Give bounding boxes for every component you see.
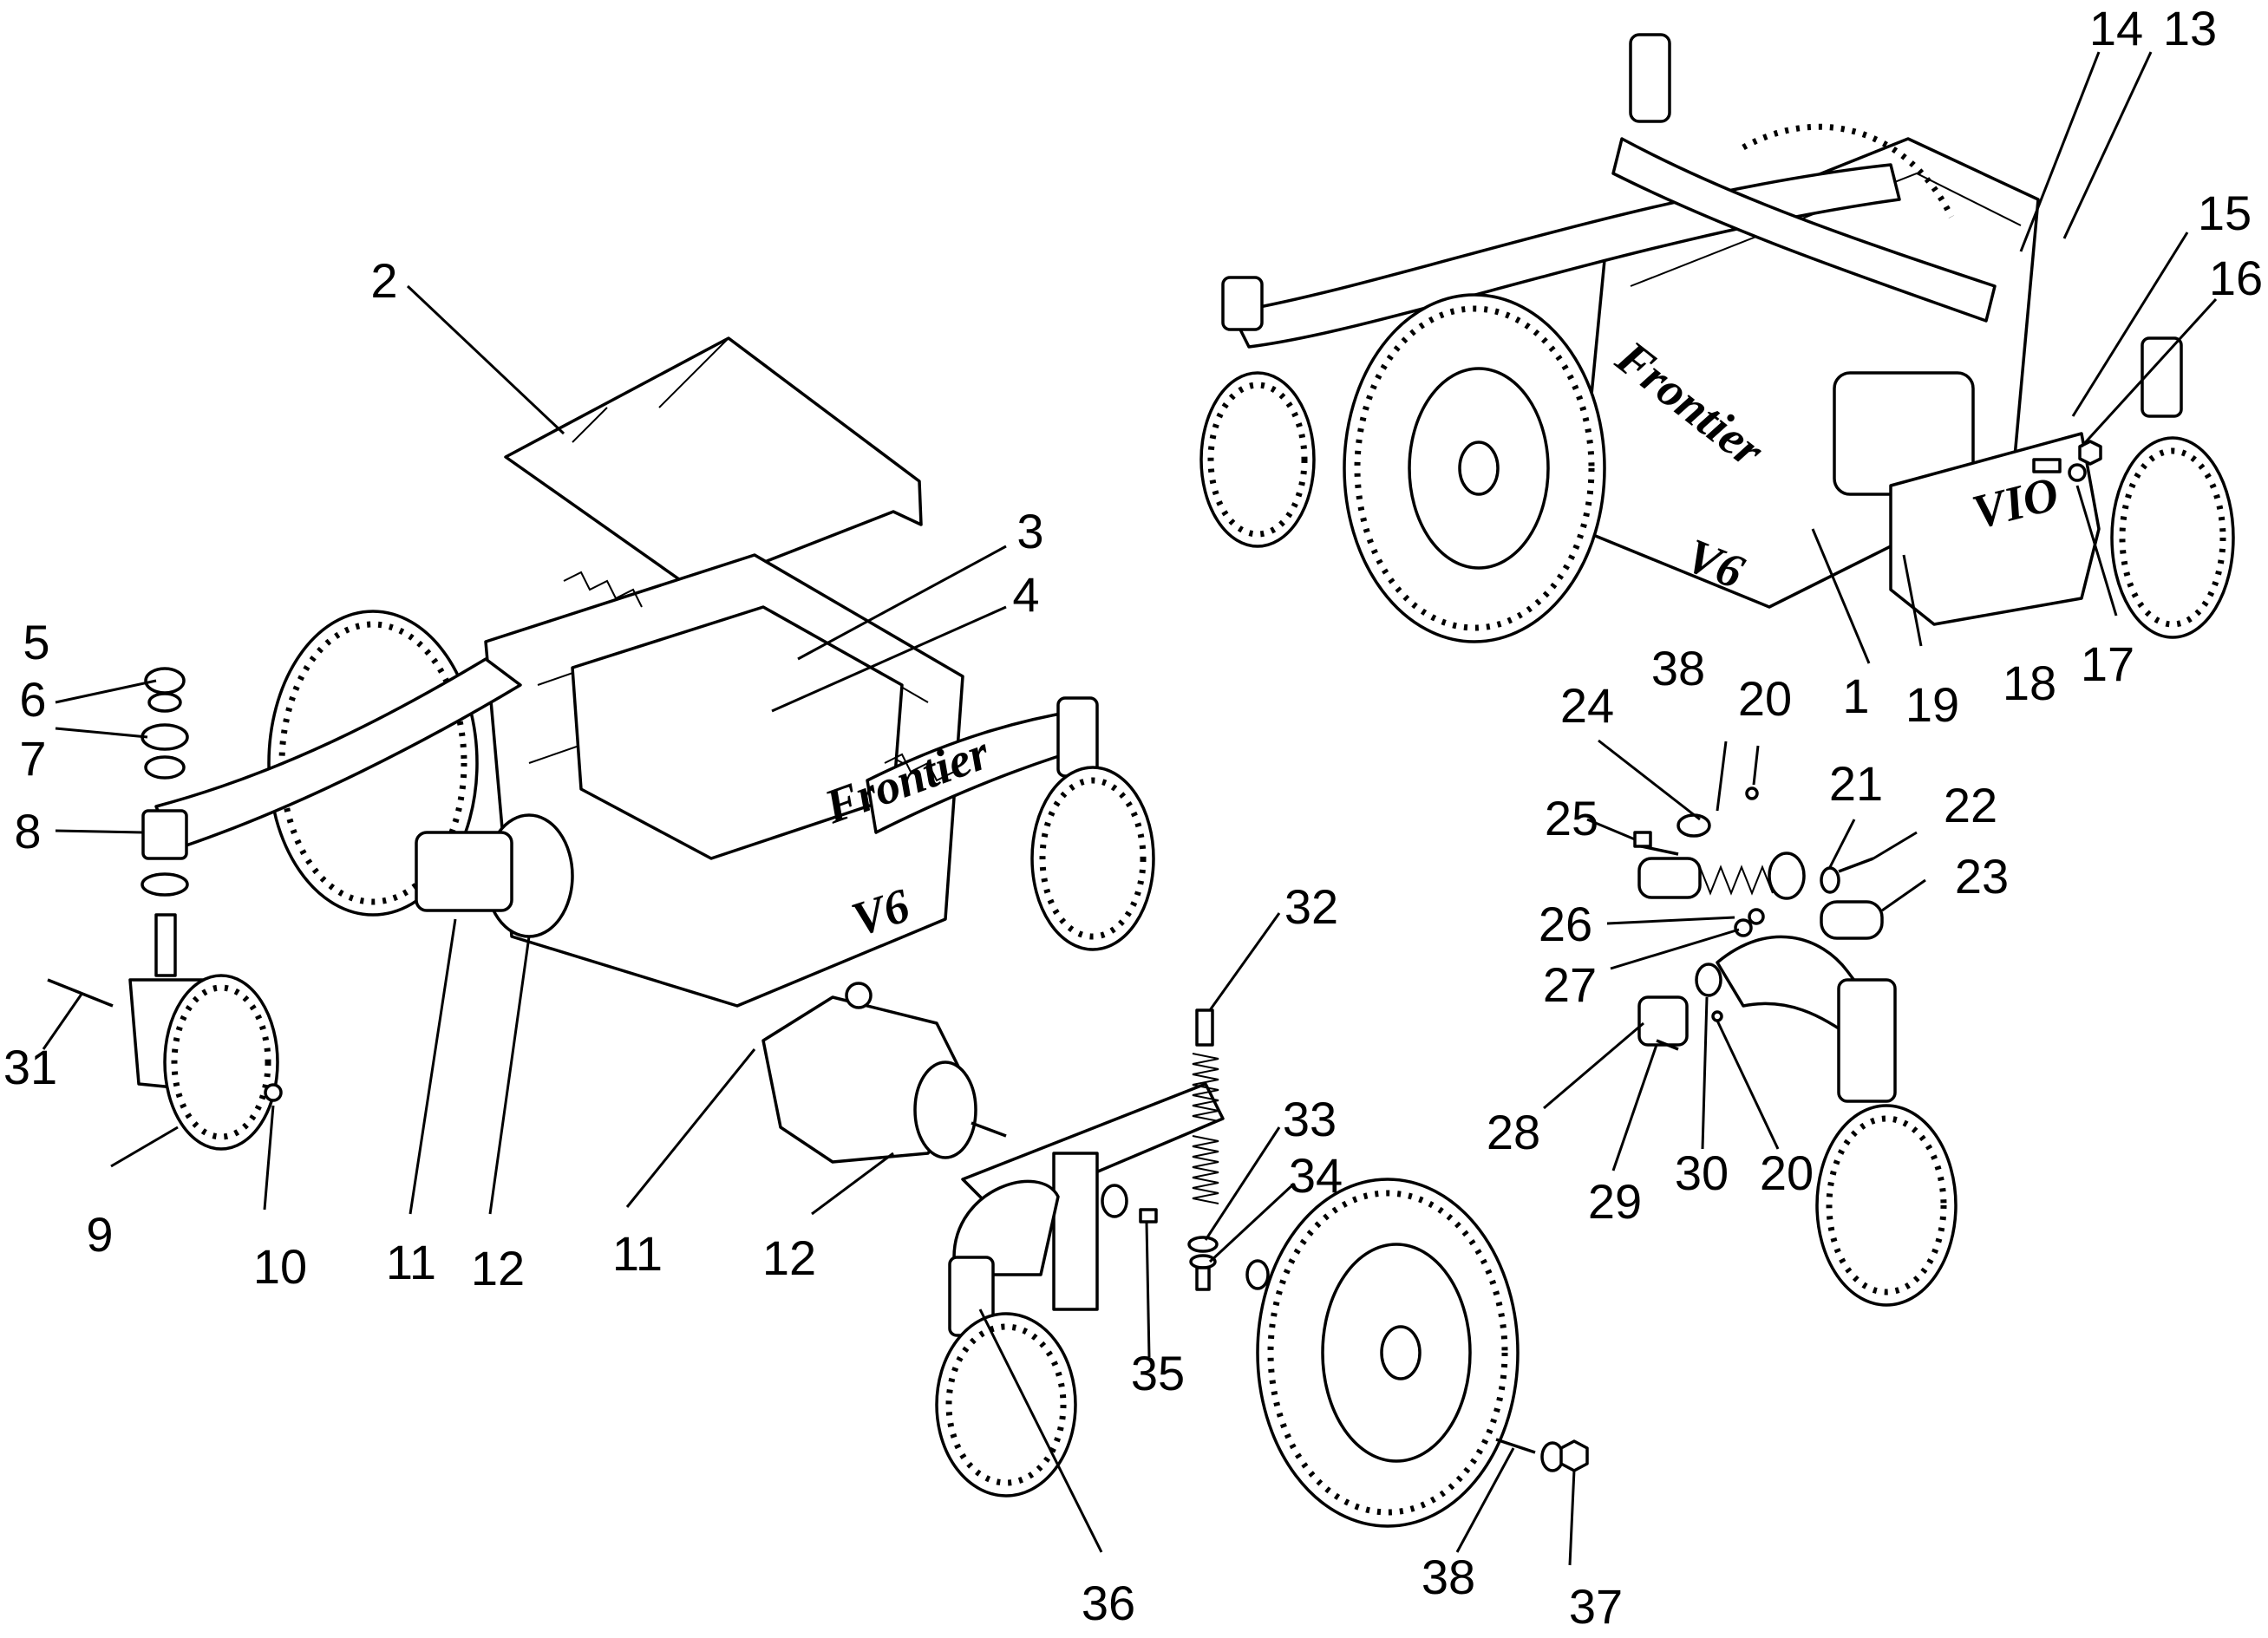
callout-16: 16 [2209,251,2263,305]
callout-31: 31 [3,1040,57,1094]
callout-33: 33 [1283,1092,1337,1146]
callout-38-lower: 38 [1422,1550,1475,1604]
callout-19: 19 [1905,677,1959,732]
callout-labels: 1 2 3 4 5 6 7 8 9 10 11 12 11 12 13 14 1… [3,1,2263,1634]
callout-25: 25 [1545,791,1598,845]
callout-27: 27 [1543,957,1597,1012]
callout-5: 5 [23,615,49,669]
callout-10: 10 [253,1239,307,1294]
callout-21: 21 [1829,756,1883,811]
callout-18: 18 [2003,656,2056,710]
callout-6: 6 [19,672,46,727]
callout-17: 17 [2081,636,2134,691]
callout-11-center: 11 [612,1226,663,1281]
callout-20-top: 20 [1738,671,1792,726]
callout-36: 36 [1082,1576,1135,1630]
center-drive-assembly [761,982,1589,1528]
callout-30: 30 [1675,1145,1729,1200]
callout-15: 15 [2198,186,2252,240]
right-chassis-assembly: VIO V6 Frontier [1199,33,2235,643]
suspension-exploded-group [1633,786,1958,1307]
callout-8: 8 [14,804,41,858]
callout-35: 35 [1131,1346,1185,1400]
callout-38-top: 38 [1651,641,1705,695]
callout-4: 4 [1012,567,1039,622]
callout-12-left: 12 [471,1241,525,1295]
leader-lines [42,51,2218,1566]
callout-2: 2 [370,253,397,308]
callout-3: 3 [1016,504,1043,558]
callout-22: 22 [1944,778,1997,832]
callout-14: 14 [2089,1,2143,55]
left-chassis-assembly: V6 Frontier [47,336,1155,1151]
callout-20-lower: 20 [1760,1145,1814,1200]
callout-23: 23 [1955,849,2009,904]
callout-26: 26 [1539,897,1592,951]
callout-24: 24 [1560,678,1614,733]
callout-32: 32 [1284,879,1338,934]
callout-9: 9 [86,1207,113,1262]
callout-12-center: 12 [762,1230,816,1285]
callout-1: 1 [1842,669,1869,723]
callout-34: 34 [1289,1148,1343,1203]
callout-28: 28 [1487,1105,1540,1159]
callout-37: 37 [1569,1579,1623,1634]
callout-7: 7 [19,731,46,786]
callout-29: 29 [1588,1174,1642,1229]
callout-13: 13 [2163,1,2217,55]
callout-11-left: 11 [386,1235,436,1289]
